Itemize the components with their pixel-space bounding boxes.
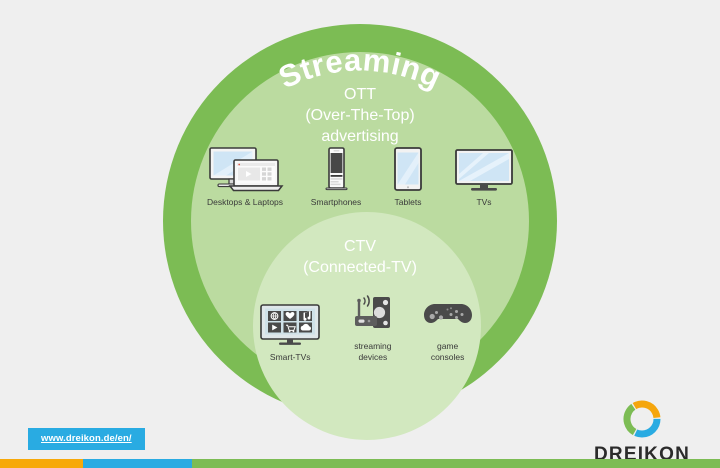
desktop-and-laptop-icon bbox=[204, 146, 286, 192]
streaming-device-icon bbox=[348, 290, 398, 336]
ott-device-row: Desktops & Laptops Smartphones bbox=[180, 146, 540, 208]
device-label: streaming devices bbox=[354, 341, 391, 362]
device-tablets: Tablets bbox=[375, 146, 441, 208]
stripe-segment-blue bbox=[83, 459, 192, 468]
device-label: Smart-TVs bbox=[269, 351, 311, 362]
stripe-segment-orange bbox=[0, 459, 83, 468]
device-smartphones: Smartphones bbox=[297, 146, 375, 208]
device-label: TVs bbox=[476, 197, 492, 207]
brand-logo: DREIKON bbox=[586, 396, 698, 466]
ott-label-line-3: advertising bbox=[321, 128, 399, 146]
device-label-line-2: consoles bbox=[430, 351, 465, 362]
ctv-label: CTV (Connected-TV) bbox=[0, 236, 720, 278]
television-icon bbox=[453, 146, 515, 192]
website-url-badge[interactable]: www.dreikon.de/en/ bbox=[28, 428, 145, 450]
device-label: Desktops & Laptops bbox=[206, 197, 284, 207]
device-streaming-devices: streaming devices bbox=[335, 290, 410, 362]
stripe-segment-green bbox=[192, 459, 720, 468]
tablet-icon bbox=[391, 146, 425, 192]
ott-label-line-1: OTT bbox=[344, 86, 376, 103]
ctv-label-line-2: (Connected-TV) bbox=[303, 259, 417, 277]
ott-label: OTT (Over-The-Top) advertising bbox=[0, 84, 720, 147]
smart-tv-icon bbox=[259, 301, 321, 347]
device-label: Tablets bbox=[394, 197, 422, 207]
device-label-line-1: streaming bbox=[354, 341, 392, 351]
game-controller-icon bbox=[422, 290, 474, 336]
smartphone-icon bbox=[323, 146, 349, 192]
device-label: game consoles bbox=[431, 341, 465, 362]
device-label-line-2: devices bbox=[358, 351, 388, 362]
ctv-device-row: Smart-TVs bbox=[245, 290, 485, 362]
device-tvs: TVs bbox=[441, 146, 527, 208]
bottom-color-stripe bbox=[0, 459, 720, 468]
dreikon-ring-icon bbox=[623, 400, 661, 438]
device-smart-tvs: Smart-TVs bbox=[245, 301, 335, 363]
ctv-label-line-1: CTV bbox=[344, 238, 376, 255]
device-desktops-and-laptops: Desktops & Laptops bbox=[193, 146, 297, 208]
ott-label-line-2: (Over-The-Top) bbox=[305, 107, 415, 125]
device-label: Smartphones bbox=[310, 197, 362, 207]
device-game-consoles: game consoles bbox=[410, 290, 485, 362]
device-label-line-1: game bbox=[436, 341, 459, 351]
